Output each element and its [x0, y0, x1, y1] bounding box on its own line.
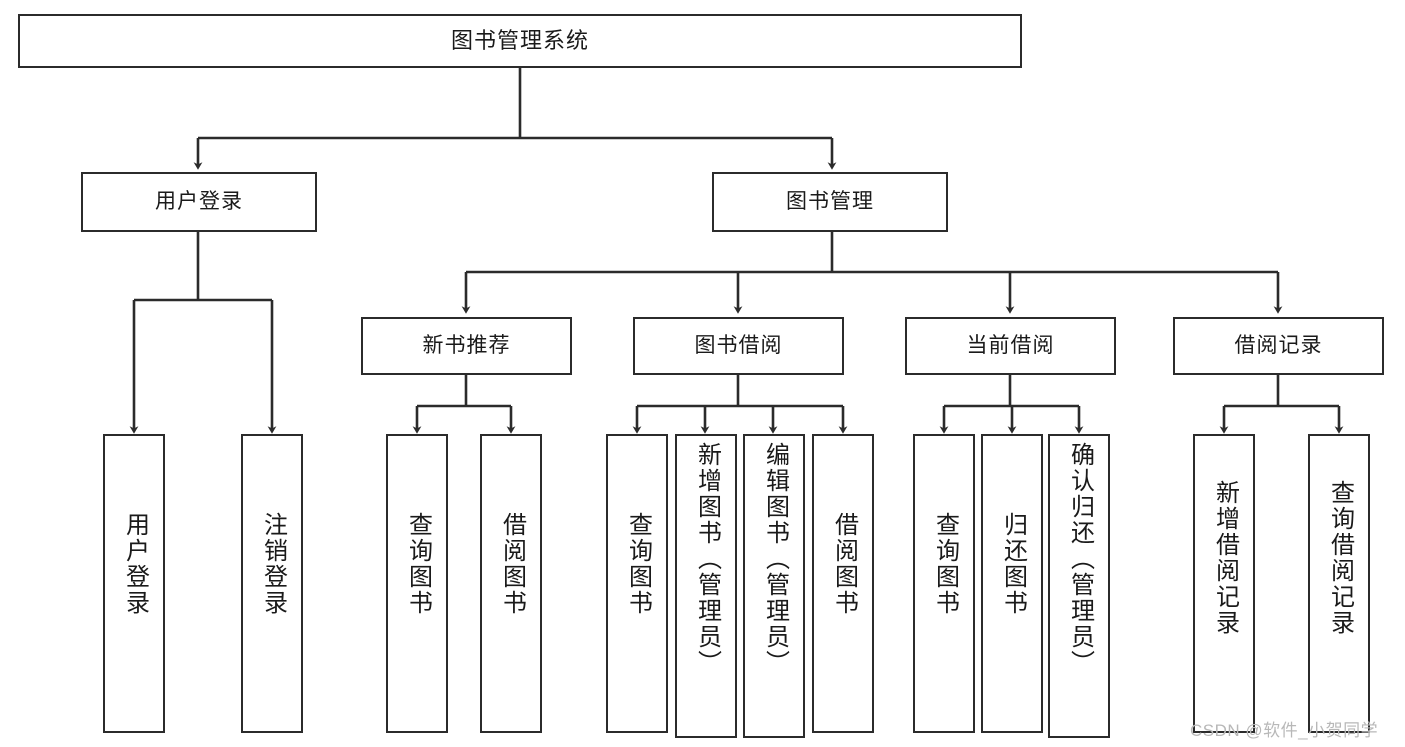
leaf-add-book[interactable]: 新增图书（管理员）	[675, 434, 737, 738]
leaf-return-book-label: 归还图书	[999, 512, 1027, 616]
leaf-borrow-book-2[interactable]: 借阅图书	[812, 434, 874, 733]
leaf-borrow-book-1-label: 借阅图书	[498, 512, 526, 616]
node-user-login[interactable]: 用户登录	[81, 172, 317, 232]
leaf-query-book-2[interactable]: 查询图书	[606, 434, 668, 733]
node-new-book-recommend-label: 新书推荐	[422, 334, 511, 358]
node-current-borrow-label: 当前借阅	[966, 334, 1055, 358]
leaf-query-book-3[interactable]: 查询图书	[913, 434, 975, 733]
leaf-query-book-3-label: 查询图书	[931, 512, 959, 616]
leaf-borrow-book-2-label: 借阅图书	[830, 512, 858, 616]
leaf-confirm-return-label: 确认归还（管理员）	[1066, 442, 1094, 676]
leaf-confirm-return[interactable]: 确认归还（管理员）	[1048, 434, 1110, 738]
leaf-query-record[interactable]: 查询借阅记录	[1308, 434, 1370, 733]
csdn-watermark: CSDN @软件_小贺同学	[1190, 721, 1379, 740]
node-current-borrow[interactable]: 当前借阅	[905, 317, 1116, 375]
leaf-edit-book[interactable]: 编辑图书（管理员）	[743, 434, 805, 738]
node-root-label: 图书管理系统	[450, 27, 589, 53]
leaf-add-book-label: 新增图书（管理员）	[693, 442, 721, 676]
leaf-borrow-book-1[interactable]: 借阅图书	[480, 434, 542, 733]
node-root[interactable]: 图书管理系统	[18, 14, 1022, 68]
node-book-borrow[interactable]: 图书借阅	[633, 317, 844, 375]
leaf-user-login-label: 用户登录	[121, 512, 149, 616]
leaf-query-book-1-label: 查询图书	[404, 512, 432, 616]
leaf-add-record-label: 新增借阅记录	[1211, 480, 1239, 636]
node-user-login-label: 用户登录	[155, 190, 243, 214]
node-book-manage[interactable]: 图书管理	[712, 172, 948, 232]
leaf-add-record[interactable]: 新增借阅记录	[1193, 434, 1255, 733]
node-borrow-record-label: 借阅记录	[1234, 334, 1323, 358]
leaf-query-record-label: 查询借阅记录	[1326, 480, 1354, 636]
leaf-return-book[interactable]: 归还图书	[981, 434, 1043, 733]
node-new-book-recommend[interactable]: 新书推荐	[361, 317, 572, 375]
leaf-query-book-2-label: 查询图书	[624, 512, 652, 616]
node-book-manage-label: 图书管理	[786, 190, 874, 214]
leaf-logout-label: 注销登录	[259, 512, 287, 616]
leaf-logout[interactable]: 注销登录	[241, 434, 303, 733]
node-book-borrow-label: 图书借阅	[694, 334, 783, 358]
leaf-edit-book-label: 编辑图书（管理员）	[761, 442, 789, 676]
node-borrow-record[interactable]: 借阅记录	[1173, 317, 1384, 375]
leaf-query-book-1[interactable]: 查询图书	[386, 434, 448, 733]
leaf-user-login[interactable]: 用户登录	[103, 434, 165, 733]
